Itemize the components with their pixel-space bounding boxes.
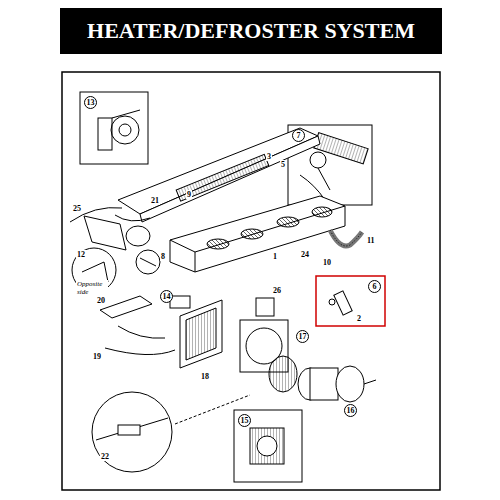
callout-number: 24 xyxy=(300,250,310,259)
callout-number: 8 xyxy=(160,252,166,261)
callout-number: 11 xyxy=(366,236,376,245)
callout-number: 16 xyxy=(344,404,357,417)
callout-number: 26 xyxy=(272,286,282,295)
note-label: Opposite side xyxy=(76,280,108,296)
callout-number: 15 xyxy=(238,414,251,427)
page-title: HEATER/DEFROSTER SYSTEM xyxy=(60,8,442,54)
callout-number: 19 xyxy=(92,352,102,361)
callout-number: 5 xyxy=(280,160,286,169)
callout-number: 1 xyxy=(272,252,278,261)
callout-number: 22 xyxy=(100,452,110,461)
callout-number: 25 xyxy=(72,204,82,213)
callout-number: 17 xyxy=(296,330,309,343)
callout-number: 6 xyxy=(368,280,381,293)
callout-number: 3 xyxy=(266,152,272,161)
callout-number: 18 xyxy=(200,372,210,381)
callout-number: 10 xyxy=(322,258,332,267)
callout-number: 2 xyxy=(356,314,362,323)
callout-number: 14 xyxy=(160,290,173,303)
callout-number: 12 xyxy=(76,250,86,259)
callout-number: 21 xyxy=(150,196,160,205)
callout-number: 20 xyxy=(96,296,106,305)
callout-number: 9 xyxy=(186,190,192,199)
callout-number: 7 xyxy=(292,129,305,142)
callout-number: 13 xyxy=(84,96,97,109)
